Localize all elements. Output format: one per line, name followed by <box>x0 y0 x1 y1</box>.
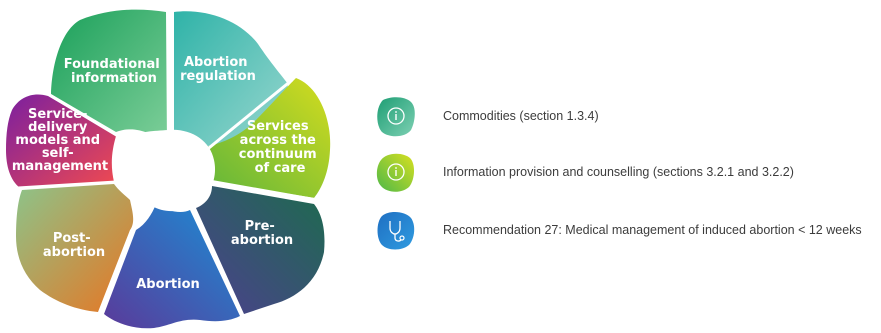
petal-label-abortion: Abortion <box>136 277 200 292</box>
petal-abortion-regulation <box>174 11 288 150</box>
petal-label-services-continuum: Services across the continuum of care <box>239 119 321 176</box>
petal-label-abortion-regulation: Abortion regulation <box>180 55 256 84</box>
stethoscope-icon <box>377 212 415 250</box>
flower-center <box>112 129 216 212</box>
legend-item-information-counselling: Information provision and counselling (s… <box>373 150 794 194</box>
petal-pre-abortion <box>196 186 325 314</box>
petal-separators <box>17 8 319 319</box>
legend-label: Information provision and counselling (s… <box>443 165 794 179</box>
petal-foundational-information <box>51 9 167 146</box>
legend-label: Recommendation 27: Medical management of… <box>443 223 862 237</box>
legend-item-recommendation-27: Recommendation 27: Medical management of… <box>373 208 862 252</box>
petal-services-continuum <box>200 78 331 198</box>
petal-label-post-abortion: Post- abortion <box>43 231 105 260</box>
petal-label-foundational-information: Foundational information <box>64 57 165 86</box>
petal-label-service-delivery: Service- delivery models and self- manag… <box>12 107 108 174</box>
info-icon <box>377 97 415 137</box>
legend-item-commodities: Commodities (section 1.3.4) <box>373 94 599 138</box>
petal-post-abortion <box>16 184 134 312</box>
abortion-care-flower-diagram: Foundational information Abortion regula… <box>6 8 331 329</box>
petal-service-delivery <box>6 94 116 188</box>
legend: Commodities (section 1.3.4) Information … <box>373 0 873 333</box>
petal-label-pre-abortion: Pre- abortion <box>231 219 293 248</box>
legend-label: Commodities (section 1.3.4) <box>443 109 599 123</box>
info-icon <box>376 153 415 192</box>
petal-abortion <box>104 204 240 329</box>
